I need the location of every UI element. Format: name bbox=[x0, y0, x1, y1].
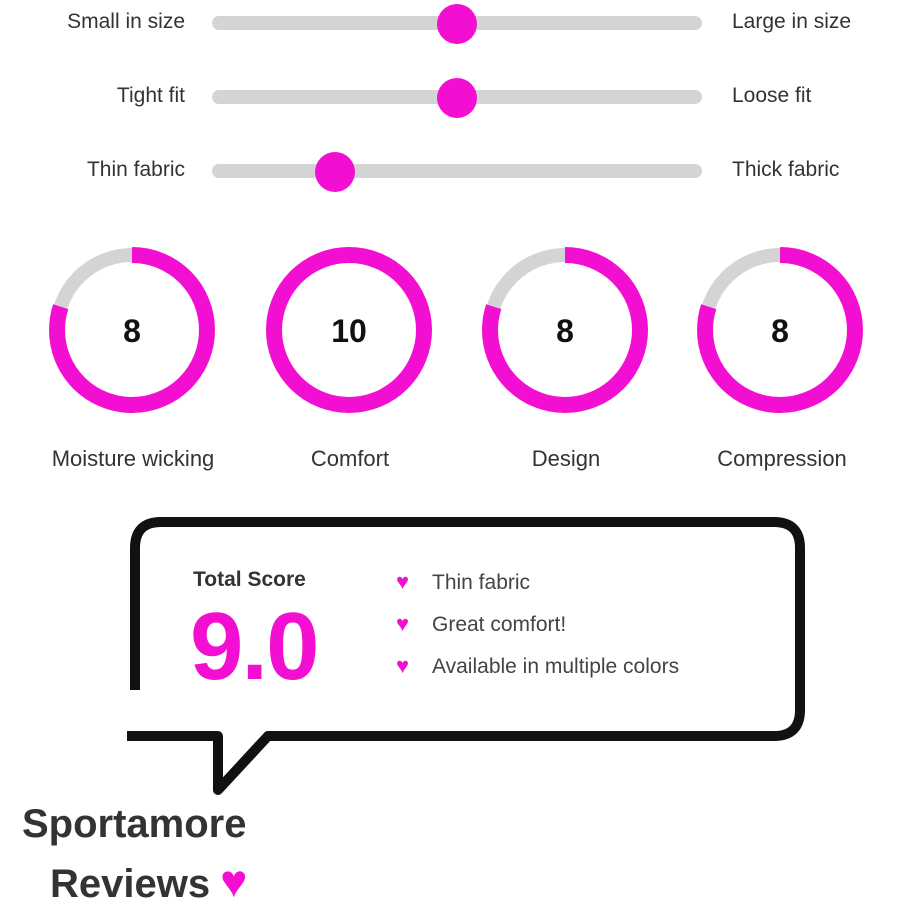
pro-item: ♥ Available in multiple colors bbox=[396, 653, 679, 679]
heart-icon: ♥ bbox=[396, 569, 410, 594]
slider-right-label: Loose fit bbox=[732, 84, 812, 107]
rating-ring: 10 bbox=[264, 245, 434, 415]
slider-thumb bbox=[314, 152, 355, 192]
rating-label: Compression bbox=[717, 446, 847, 471]
slider-track bbox=[212, 152, 702, 192]
ring-fill bbox=[266, 247, 432, 413]
ring-chart bbox=[697, 247, 863, 413]
total-score-label: Total Score bbox=[193, 568, 306, 591]
pro-text: Great comfort! bbox=[432, 613, 567, 636]
rating-value: 10 bbox=[331, 313, 367, 349]
rating-value: 8 bbox=[123, 313, 141, 349]
rating-label: Comfort bbox=[310, 446, 390, 471]
brand-text: Reviews bbox=[50, 862, 211, 906]
slider-thumb bbox=[437, 4, 477, 44]
heart-icon: ♥ bbox=[396, 611, 410, 636]
brand-line-1: Sportamore bbox=[22, 802, 247, 846]
heart-icon: ♥ bbox=[220, 855, 248, 907]
slider-left-label: Tight fit bbox=[116, 84, 185, 107]
rating-ring: 8 bbox=[47, 245, 217, 415]
slider-fabric: Thin fabric Thick fabric bbox=[0, 150, 900, 192]
ring-chart bbox=[482, 247, 648, 413]
slider-fit: Tight fit Loose fit bbox=[0, 76, 900, 118]
rating-label: Design bbox=[531, 446, 601, 471]
slider-track bbox=[212, 4, 702, 44]
ring-chart bbox=[266, 247, 432, 413]
rating-ring: 8 bbox=[695, 245, 865, 415]
slider-track bbox=[212, 78, 702, 118]
slider-left-label: Thin fabric bbox=[86, 158, 185, 181]
pro-text: Thin fabric bbox=[432, 571, 531, 594]
slider-right-label: Thick fabric bbox=[732, 158, 840, 181]
slider-thumb bbox=[437, 78, 477, 118]
ring-fill bbox=[697, 247, 863, 413]
slider-right-label: Large in size bbox=[732, 10, 852, 33]
total-score-value: 9.0 bbox=[190, 593, 319, 700]
slider-size: Small in size Large in size bbox=[0, 2, 900, 44]
rating-ring: 8 bbox=[480, 245, 650, 415]
pro-item: ♥ Great comfort! bbox=[396, 611, 566, 637]
rating-label: Moisture wicking bbox=[51, 446, 215, 471]
ring-fill bbox=[49, 247, 215, 413]
heart-icon: ♥ bbox=[396, 653, 410, 678]
pro-item: ♥ Thin fabric bbox=[396, 569, 530, 595]
slider-left-label: Small in size bbox=[67, 10, 185, 33]
brand-line-2: Reviews♥ bbox=[50, 854, 247, 908]
speech-bubble-outline bbox=[127, 517, 805, 795]
pro-text: Available in multiple colors bbox=[432, 655, 680, 678]
ring-chart bbox=[49, 247, 215, 413]
rating-value: 8 bbox=[771, 313, 789, 349]
rating-value: 8 bbox=[556, 313, 574, 349]
ring-fill bbox=[482, 247, 648, 413]
